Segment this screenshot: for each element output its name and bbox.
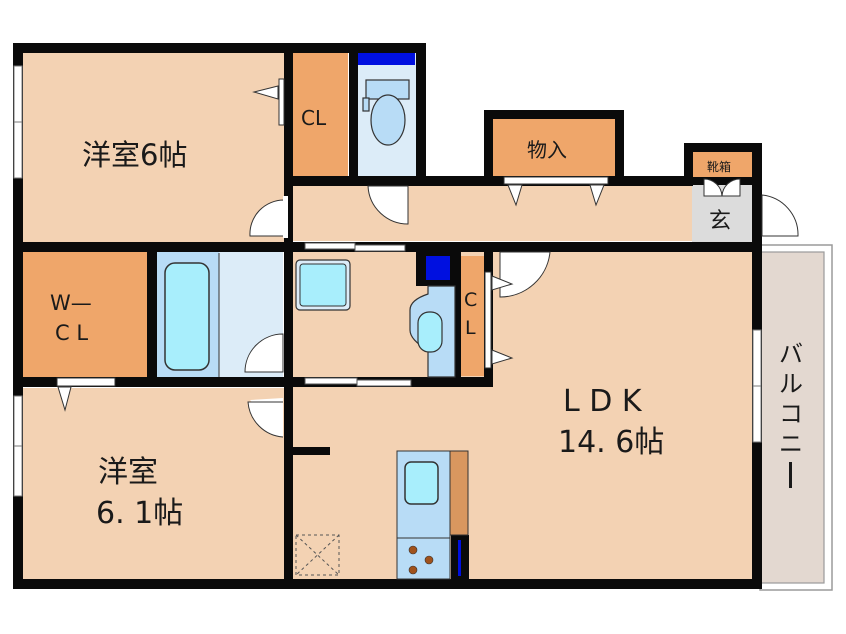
- storage-floor: [492, 118, 616, 176]
- closet-door-markers: [56, 78, 609, 412]
- closet-1-floor: [292, 52, 348, 176]
- kitchen-sink-icon: [404, 461, 439, 505]
- hallway-floor: [292, 185, 692, 241]
- wic-label-line2: C L: [55, 321, 88, 345]
- western-room-2-label-line1: 洋室: [98, 455, 158, 490]
- bathtub-icon: [164, 262, 210, 371]
- closet-2-label-line1: C: [464, 289, 477, 311]
- doors: [244, 185, 799, 438]
- closet-2-label-line2: L: [465, 317, 476, 339]
- sliding-doors: [304, 242, 412, 387]
- balcony-long-dash: [789, 462, 792, 488]
- ldk-label-line1: L D K: [563, 384, 643, 419]
- floor-hatch-icon: [295, 534, 340, 576]
- vent-toilet: [358, 53, 415, 65]
- western-room-2-floor: [22, 388, 284, 580]
- storage-label: 物入: [527, 138, 567, 162]
- toilet-icon: [362, 79, 410, 146]
- wic-floor: [22, 252, 147, 377]
- closet-2-floor-top: [460, 256, 484, 376]
- western-room-2-label-line2: 6. 1帖: [96, 496, 183, 531]
- shoe-box-label: 靴箱: [707, 159, 731, 174]
- balcony-char-4: ニ: [779, 430, 803, 458]
- stove-icon: [408, 545, 434, 575]
- balcony-char-2: ル: [779, 370, 803, 398]
- washing-machine-icon: [295, 259, 351, 311]
- windows: [13, 65, 762, 497]
- balcony-char-3: コ: [779, 400, 803, 428]
- vent-kitchen: [458, 540, 461, 576]
- balcony-label: バ ル コ ニ: [779, 340, 803, 488]
- closet-1-label: CL: [301, 106, 327, 130]
- vent-washroom: [426, 256, 450, 280]
- balcony: [759, 244, 833, 591]
- western-room-1-floor: [22, 52, 284, 242]
- entrance-label: 玄: [709, 209, 731, 234]
- wash-basin-icon: [409, 285, 456, 378]
- shoe-box-floor: [692, 152, 752, 178]
- ldk-label-line2: 14. 6帖: [558, 425, 664, 460]
- shoe-box-doors: [703, 178, 741, 197]
- wic-label-line1: W—: [50, 291, 92, 315]
- balcony-char-1: バ: [779, 340, 803, 368]
- western-room-1-label: 洋室6帖: [82, 138, 187, 172]
